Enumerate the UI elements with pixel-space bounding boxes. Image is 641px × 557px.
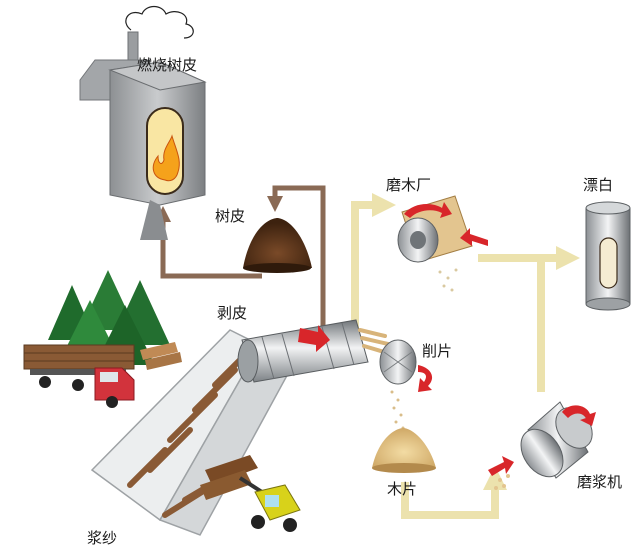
flame-icon [152, 134, 180, 182]
log-loader [200, 455, 301, 532]
debarking-drum [237, 319, 390, 383]
label-refiner: 磨浆机 [577, 473, 623, 491]
label-burn-bark: 燃烧树皮 [137, 56, 198, 74]
label-debarking: 剥皮 [217, 304, 248, 322]
label-bleaching: 漂白 [583, 176, 614, 194]
push-arrow-icon [488, 456, 514, 476]
bark-boiler [79, 5, 207, 240]
log-truck [23, 342, 182, 408]
label-chipping: 削片 [422, 342, 453, 360]
wood-flow-arrows [351, 193, 580, 519]
flow-debarker-to-grinder [351, 193, 396, 335]
label-bark: 树皮 [215, 207, 246, 225]
bleach-tank [585, 201, 631, 311]
label-wood-chips: 木片 [387, 480, 418, 498]
label-pulp-yarn: 浆纱 [87, 529, 118, 547]
push-arrow-icon [460, 228, 488, 246]
chipper [379, 339, 433, 436]
rotation-arrow-icon [404, 202, 452, 218]
refiner [488, 401, 596, 490]
grinder-drum [397, 195, 488, 292]
rotation-arrow-icon [562, 405, 596, 426]
rotation-arrow-icon [418, 365, 433, 392]
flow-debarker-to-bark [266, 185, 326, 330]
wood-chips-pile [372, 428, 436, 473]
bark-pile [243, 218, 312, 273]
label-wood-mill: 磨木厂 [386, 176, 432, 194]
flow-chips-to-refiner [401, 466, 507, 519]
rotation-arrow-icon [298, 325, 330, 352]
smoke-icon [125, 5, 194, 39]
